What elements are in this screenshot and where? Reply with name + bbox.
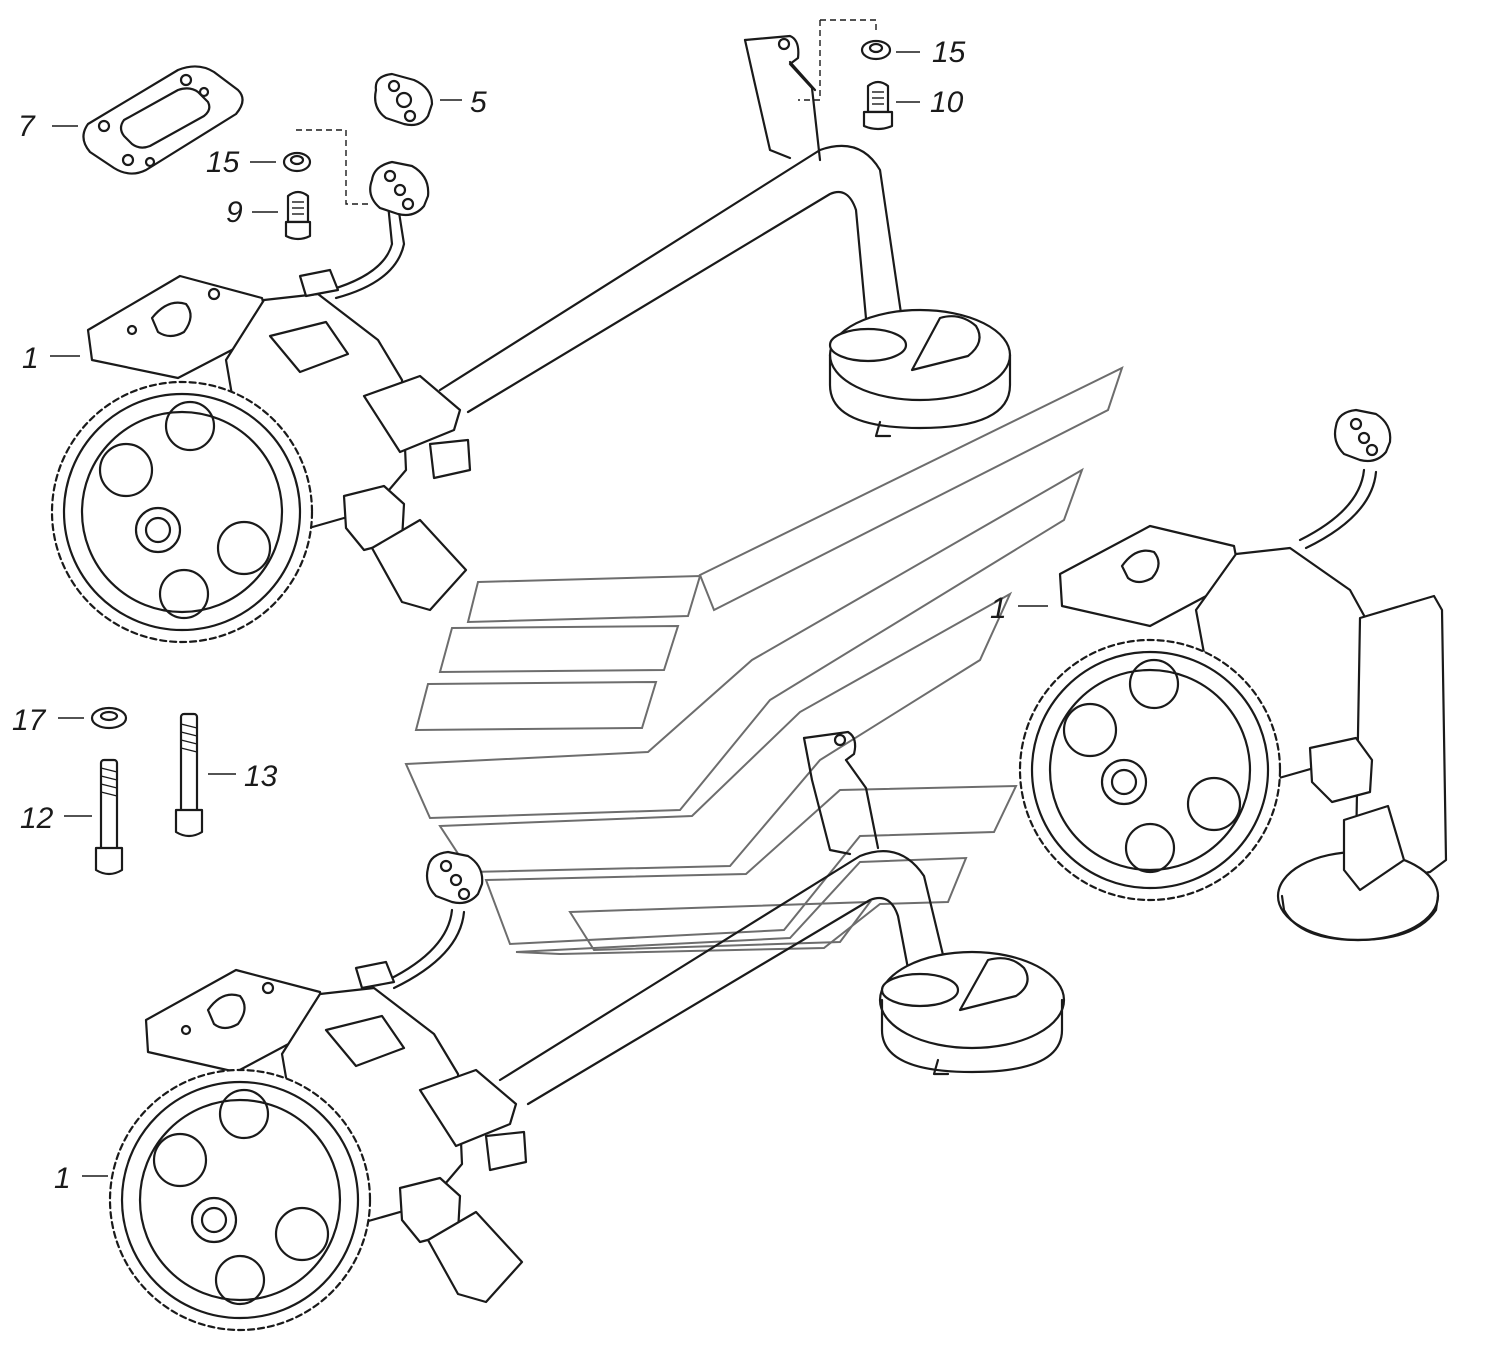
bolt-part-9 bbox=[284, 190, 312, 241]
gasket-part-7 bbox=[82, 65, 244, 175]
oil-pump-assembly-bottom bbox=[108, 730, 1066, 1332]
washer-part-15-right bbox=[860, 39, 892, 61]
bolt-part-13 bbox=[174, 712, 204, 838]
callout-9: 9 bbox=[226, 196, 243, 229]
callout-17: 17 bbox=[12, 704, 47, 737]
callout-1-right: 1 bbox=[990, 592, 1007, 625]
bolt-part-10 bbox=[862, 80, 894, 131]
callout-12: 12 bbox=[20, 802, 54, 835]
oil-pump-assembly-right bbox=[1018, 408, 1448, 942]
callout-7: 7 bbox=[18, 110, 36, 143]
callout-1-top: 1 bbox=[22, 342, 39, 375]
watermark-logo bbox=[404, 366, 1124, 956]
callout-1-bottom: 1 bbox=[54, 1162, 71, 1195]
callout-5: 5 bbox=[470, 86, 487, 119]
callout-13: 13 bbox=[244, 760, 278, 793]
callout-15-left: 15 bbox=[206, 146, 240, 179]
gasket-part-5 bbox=[374, 72, 434, 127]
callout-labels: 7 5 15 9 15 10 1 1 17 13 12 1 bbox=[12, 36, 1007, 1195]
callout-10: 10 bbox=[930, 86, 964, 119]
washer-part-15-left bbox=[282, 151, 312, 173]
callout-15-right: 15 bbox=[932, 36, 966, 69]
oil-pump-assembly-top bbox=[50, 34, 1012, 644]
leader-lines bbox=[50, 19, 1048, 1177]
washer-part-17 bbox=[90, 706, 128, 730]
bolt-part-12 bbox=[94, 758, 124, 876]
